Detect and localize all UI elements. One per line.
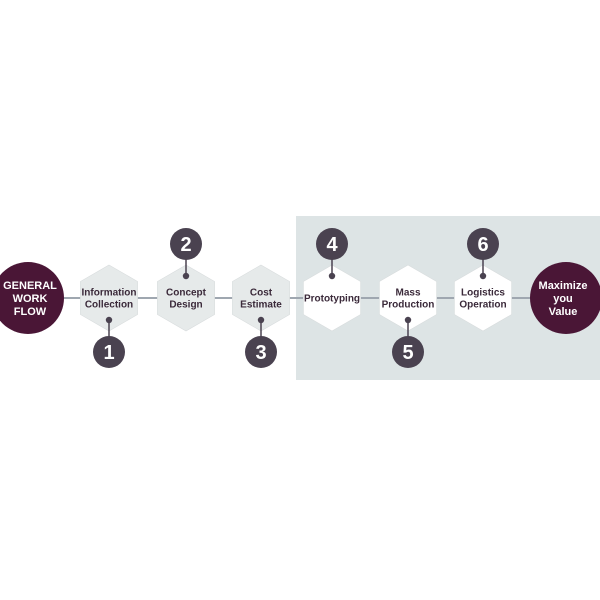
step-number-badge [170, 228, 202, 260]
step-label-line: Logistics [461, 288, 505, 299]
step-hexagon [157, 264, 215, 332]
step-label-line: Prototyping [304, 294, 360, 305]
badge-dot [328, 272, 336, 280]
end_node-label-line: Value [549, 306, 578, 318]
step-number-badge [467, 228, 499, 260]
start_node-label-line: FLOW [14, 306, 47, 318]
step-hexagon [454, 264, 512, 332]
step-number: 5 [402, 342, 413, 364]
step-label-line: Concept [166, 288, 207, 299]
badge-dot [182, 272, 190, 280]
badge-dot [105, 316, 113, 324]
step-number-badge [93, 336, 125, 368]
step-number: 2 [180, 234, 191, 256]
end_node-label-line: Maximize [539, 280, 588, 292]
step-hexagon [303, 264, 361, 332]
badge-dot [404, 316, 412, 324]
step-number-badge [316, 228, 348, 260]
step-number: 6 [477, 234, 488, 256]
step-label-line: Operation [459, 300, 506, 311]
step-label-line: Cost [250, 288, 273, 299]
step-number: 1 [103, 342, 114, 364]
end_node-label-line: you [553, 293, 573, 305]
step-label-line: Mass [395, 288, 420, 299]
step-number-badge [392, 336, 424, 368]
step-number-badge [245, 336, 277, 368]
step-label-line: Production [382, 300, 435, 311]
start_node-label-line: WORK [13, 293, 48, 305]
end-circle [530, 262, 600, 334]
step-label-line: Estimate [240, 300, 282, 311]
step-number: 3 [255, 342, 266, 364]
badge-dot [479, 272, 487, 280]
step-label-line: Collection [85, 300, 133, 311]
start_node-label-line: GENERAL [3, 280, 57, 292]
badge-dot [257, 316, 265, 324]
step-label-line: Design [169, 300, 202, 311]
step-number: 4 [326, 234, 338, 256]
start-circle [0, 262, 64, 334]
step-label-line: Information [82, 288, 137, 299]
